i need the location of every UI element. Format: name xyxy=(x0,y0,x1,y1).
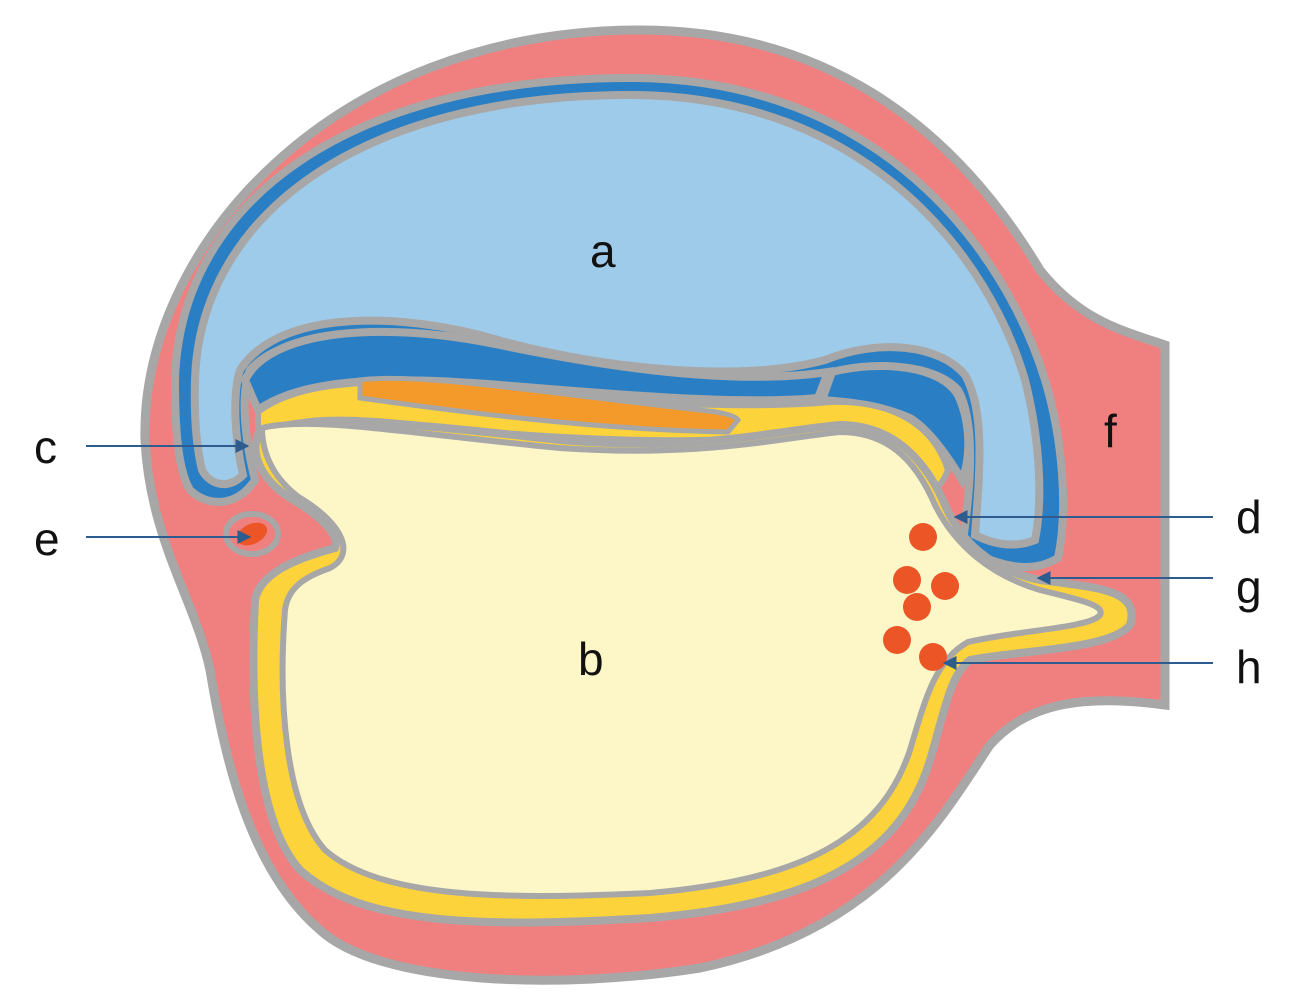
blood-cell xyxy=(903,593,931,621)
label-a: a xyxy=(590,225,616,277)
label-d: d xyxy=(1236,491,1262,543)
label-h: h xyxy=(1236,641,1262,693)
blood-cell xyxy=(931,572,959,600)
blood-cell xyxy=(919,643,947,671)
orange-band xyxy=(357,375,742,435)
blood-cell xyxy=(893,566,921,594)
blood-cell xyxy=(883,626,911,654)
yolk-sac-interior xyxy=(258,420,1104,899)
label-b: b xyxy=(578,633,604,685)
amniotic-cavity xyxy=(190,90,1044,549)
label-g: g xyxy=(1236,561,1262,613)
label-f: f xyxy=(1104,405,1117,457)
label-e: e xyxy=(34,513,60,565)
label-c: c xyxy=(34,421,57,473)
blood-cell xyxy=(909,523,937,551)
